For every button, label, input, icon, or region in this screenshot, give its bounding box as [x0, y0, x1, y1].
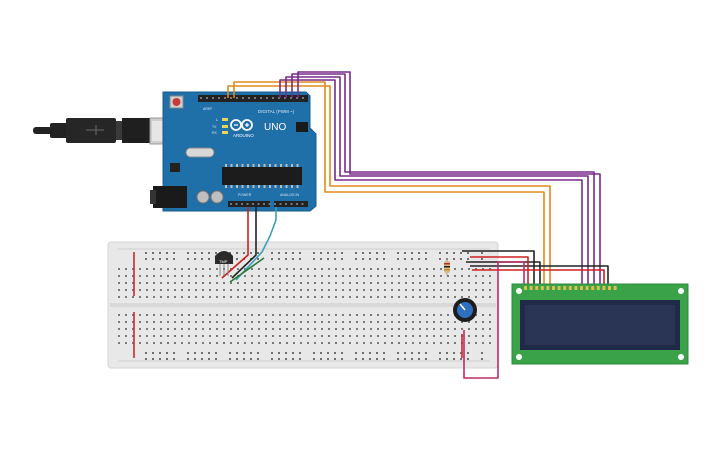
wire-black-2	[466, 261, 541, 284]
power-label: POWER	[238, 193, 252, 197]
digital-pins	[200, 97, 304, 99]
microcontroller-chip	[222, 167, 302, 185]
l-led-label: L	[216, 117, 219, 122]
power-header	[228, 201, 270, 207]
arduino-uno-board[interactable]: DIGITAL (PWM ~) AREF L TX RX UNO ARDUINO	[150, 91, 317, 212]
resistor-icon[interactable]	[444, 258, 450, 276]
wire-purple-3	[291, 73, 595, 284]
wires[interactable]	[221, 71, 609, 379]
lcd-display[interactable]	[511, 283, 689, 365]
board-model: UNO	[264, 122, 286, 133]
aref-label: AREF	[203, 107, 212, 111]
wire-purple-4	[297, 71, 601, 284]
dc-jack	[153, 186, 187, 208]
wire-orange-2	[233, 81, 545, 284]
wire-red-1	[470, 256, 529, 284]
usb-cable-icon	[33, 117, 183, 145]
wire-black-gnd	[231, 207, 257, 279]
wire-purple-2	[285, 76, 589, 284]
digital-header	[198, 95, 308, 102]
wire-red-power	[221, 207, 249, 279]
wire-red-2	[472, 269, 605, 284]
reset-button-icon[interactable]	[169, 95, 184, 109]
wire-purple-1	[279, 79, 583, 284]
tx-label: TX	[212, 125, 217, 129]
rx-label: RX	[212, 131, 218, 135]
analog-label: ANALOG IN	[280, 193, 300, 197]
arduino-logo-icon	[230, 119, 253, 131]
sensor-label: TMP	[219, 259, 228, 264]
temperature-sensor-icon[interactable]: TMP	[215, 251, 233, 276]
breadboard[interactable]	[107, 241, 499, 369]
wire-orange-1	[227, 85, 551, 284]
lcd-screen	[525, 305, 675, 345]
lcd-pins	[524, 286, 617, 290]
board-brand: ARDUINO	[233, 133, 254, 138]
wire-pink-1	[463, 261, 525, 379]
wire-black-3	[470, 265, 609, 284]
digital-label: DIGITAL (PWM ~)	[258, 109, 295, 114]
wire-black-1	[462, 250, 535, 284]
potentiometer-icon[interactable]	[453, 298, 477, 322]
wire-green-sensor	[229, 257, 265, 283]
wire-teal-analog	[235, 207, 277, 281]
